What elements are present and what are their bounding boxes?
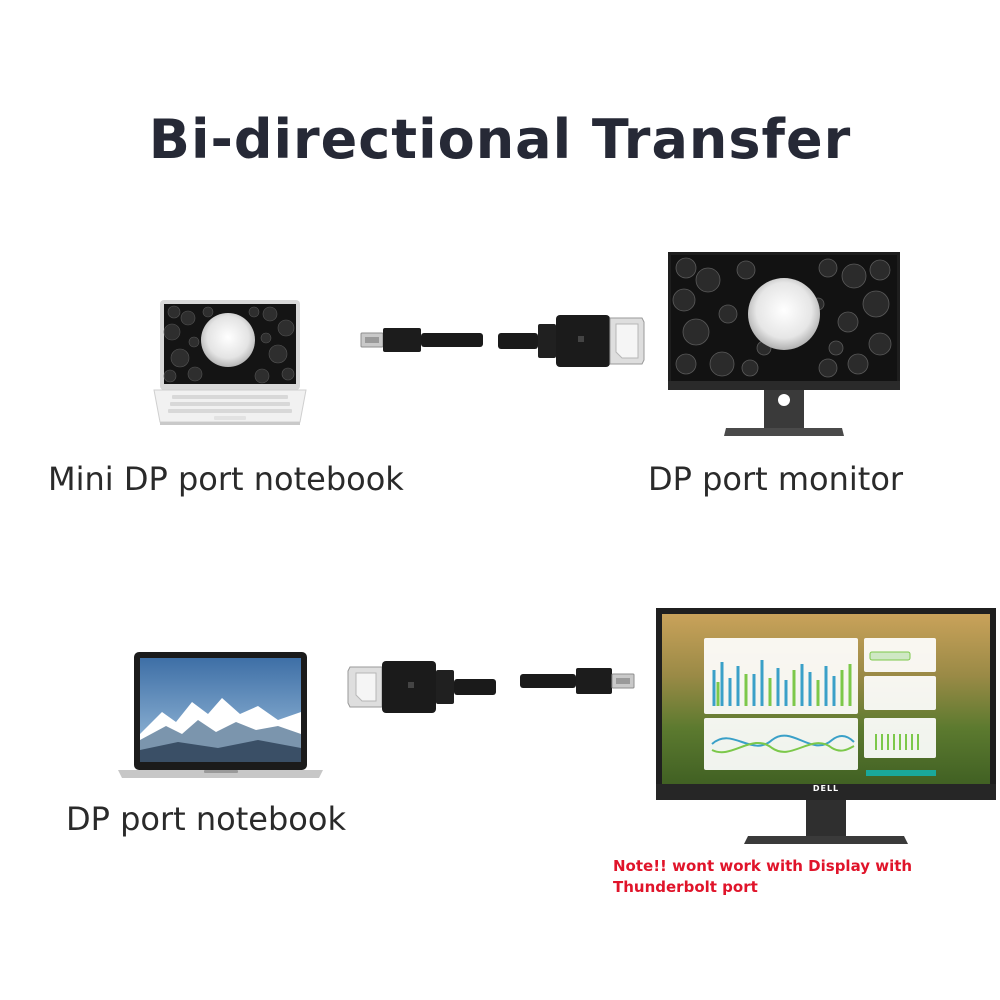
mini-dp-connector [355, 320, 485, 360]
mini-dp-notebook-label: Mini DP port notebook [48, 460, 404, 498]
dp-notebook-label: DP port notebook [66, 800, 346, 838]
dp-connector-bottom [346, 655, 496, 717]
dell-logo: DELL [812, 784, 840, 793]
thunderbolt-warning-note: Note!! wont work with Display with Thund… [613, 857, 913, 896]
dp-notebook-image [118, 650, 323, 780]
dp-monitor-label: DP port monitor [648, 460, 904, 498]
dp-monitor-image [668, 252, 900, 442]
dp-connector [498, 310, 648, 372]
dell-monitor-image [656, 608, 996, 852]
mini-dp-connector-bottom [520, 662, 640, 702]
page-title: Bi-directional Transfer [148, 108, 852, 171]
mini-dp-notebook-image [150, 298, 310, 428]
